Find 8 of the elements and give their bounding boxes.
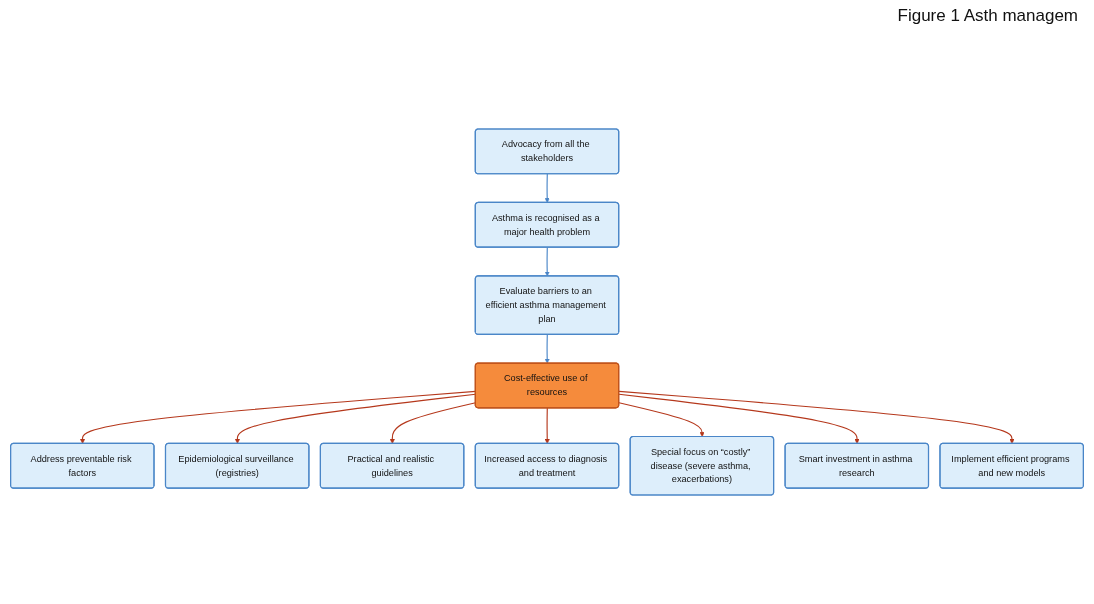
arrow — [618, 390, 1015, 444]
arrow — [544, 173, 550, 203]
arrow — [618, 393, 860, 444]
figure-caption: Figure 1 Asth managem — [896, 6, 1079, 26]
arrow — [618, 402, 705, 437]
arrow — [544, 334, 550, 364]
arrow — [544, 246, 550, 277]
arrow — [544, 407, 550, 444]
